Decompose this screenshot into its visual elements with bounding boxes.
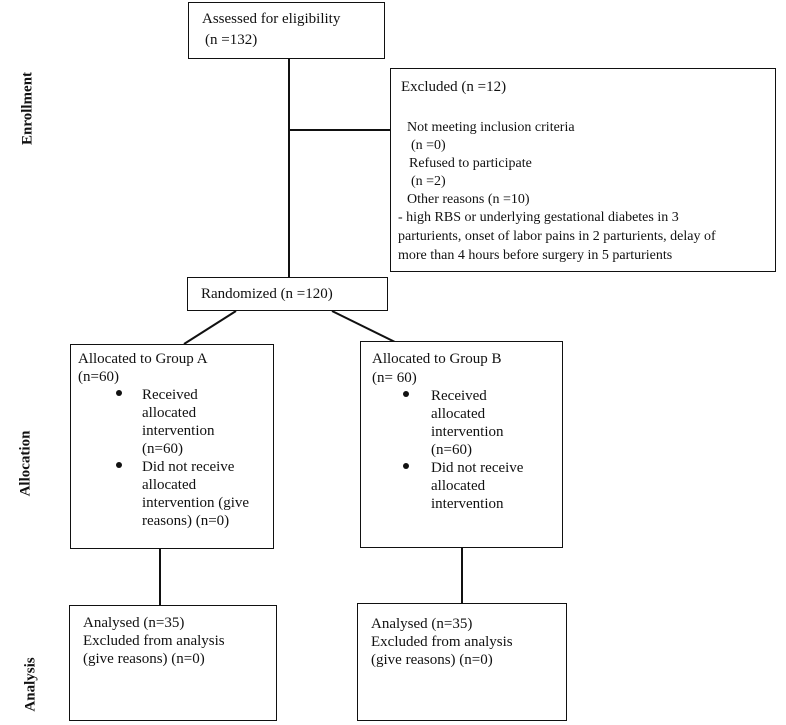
randomized-box: Randomized (n =120) — [187, 277, 388, 311]
analysis-b-excluded: Excluded from analysis — [371, 634, 513, 650]
group-a-not-received-count: reasons) (n=0) — [142, 513, 230, 529]
excluded-reason-2-count: (n =2) — [411, 174, 446, 189]
connector-group-b-analysis — [461, 546, 463, 603]
analysis-a-analysed: Analysed (n=35) — [83, 615, 185, 631]
connector-group-a-analysis — [159, 548, 161, 605]
assessed-count: (n =132) — [205, 32, 258, 48]
group-a-received: Received — [142, 387, 198, 403]
group-a-not-received: Did not receive — [142, 459, 235, 475]
group-b-received: Received — [431, 388, 487, 404]
group-b-box: Allocated to Group B (n= 60) Received al… — [360, 341, 563, 548]
group-b-title: Allocated to Group B — [372, 351, 502, 367]
group-b-not-received-2: allocated — [431, 478, 486, 494]
analysis-b-analysed: Analysed (n=35) — [371, 616, 473, 632]
group-a-not-received-3: intervention (give — [142, 495, 250, 511]
excluded-detail-2: parturients, onset of labor pains in 2 p… — [398, 229, 716, 244]
analysis-b-reasons: (give reasons) (n=0) — [371, 652, 493, 668]
excluded-detail-1: - high RBS or underlying gestational dia… — [398, 210, 679, 225]
excluded-title: Excluded (n =12) — [401, 79, 507, 95]
assessed-box: Assessed for eligibility (n =132) — [188, 2, 385, 59]
group-a-received-count: (n=60) — [142, 441, 183, 457]
group-b-received-2: allocated — [431, 406, 486, 422]
excluded-box: Excluded (n =12) Not meeting inclusion c… — [390, 68, 776, 272]
connector-to-excluded — [289, 129, 391, 131]
excluded-reason-1: Not meeting inclusion criteria — [407, 120, 575, 135]
connector-randomized-group-b — [331, 310, 396, 343]
group-b-not-received-3: intervention — [431, 496, 504, 512]
excluded-reason-2: Refused to participate — [409, 156, 532, 171]
group-a-bullet-2 — [116, 462, 122, 468]
connector-randomized-group-a — [183, 310, 237, 345]
group-b-received-count: (n=60) — [431, 442, 472, 458]
assessed-text: Assessed for eligibility — [202, 11, 341, 27]
excluded-reason-1-count: (n =0) — [411, 138, 446, 153]
group-a-count: (n=60) — [78, 369, 119, 385]
group-b-bullet-2 — [403, 463, 409, 469]
group-a-box: Allocated to Group A (n=60) Received all… — [70, 344, 274, 549]
group-a-received-2: allocated — [142, 405, 197, 421]
group-b-bullet-1 — [403, 391, 409, 397]
group-a-not-received-2: allocated — [142, 477, 197, 493]
excluded-reason-3: Other reasons (n =10) — [407, 192, 530, 207]
group-a-bullet-1 — [116, 390, 122, 396]
analysis-a-box: Analysed (n=35) Excluded from analysis (… — [69, 605, 277, 721]
group-b-count: (n= 60) — [372, 370, 417, 386]
group-a-received-3: intervention — [142, 423, 215, 439]
group-b-received-3: intervention — [431, 424, 504, 440]
excluded-detail-3: more than 4 hours before surgery in 5 pa… — [398, 248, 673, 263]
connector-assessed-randomized — [288, 59, 290, 277]
randomized-text: Randomized (n =120) — [201, 286, 333, 302]
analysis-a-excluded: Excluded from analysis — [83, 633, 225, 649]
group-b-not-received: Did not receive — [431, 460, 524, 476]
analysis-b-box: Analysed (n=35) Excluded from analysis (… — [357, 603, 567, 721]
analysis-a-reasons: (give reasons) (n=0) — [83, 651, 205, 667]
group-a-title: Allocated to Group A — [78, 351, 208, 367]
